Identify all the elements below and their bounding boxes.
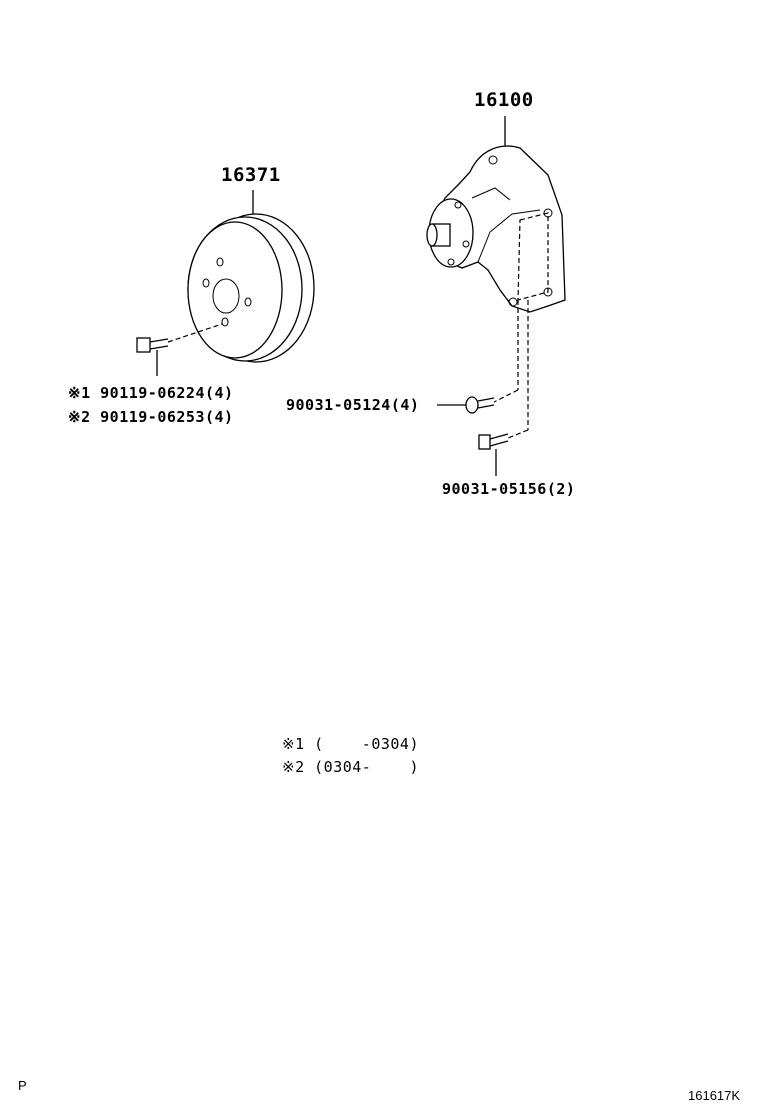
pump-bolt-hole-1 — [454, 201, 462, 209]
pump-bolt-b-head — [478, 434, 491, 450]
pump-bolt-b-shank-top — [489, 433, 509, 440]
pulley-drawing — [136, 190, 315, 376]
page-marker: P — [18, 1078, 27, 1093]
pump-flange-edge — [471, 187, 511, 201]
pulley-bolt-hole-3 — [244, 297, 252, 307]
pulley-part-number: 16371 — [221, 164, 281, 186]
pump-bolt-a-shank-bottom — [477, 404, 495, 409]
pump-bolt-hole-3 — [447, 258, 455, 266]
note-1: ※1 ( -0304) — [282, 735, 419, 753]
pulley-bolt-hole-4 — [221, 317, 229, 327]
pump-mount-hole-4 — [508, 297, 518, 307]
pulley-bolt-hole-2 — [202, 278, 210, 288]
pump-shaft-end — [426, 223, 438, 247]
pump-mount-hole-1 — [488, 155, 498, 165]
water-pump-drawing — [426, 116, 566, 476]
pulley-bolt-2-label: ※2 90119-06253(4) — [68, 408, 234, 426]
pulley-bolt-shank-top — [149, 338, 169, 343]
pump-guide-to-bolt-b — [507, 429, 529, 439]
pulley-bolt-1-label: ※1 90119-06224(4) — [68, 384, 234, 402]
pulley-bolt-guide — [167, 323, 223, 343]
pump-bolt-a-head — [465, 396, 479, 414]
pump-part-number: 16100 — [474, 89, 534, 111]
pump-bolt-hole-2 — [462, 240, 470, 248]
figure-code: 161617K — [688, 1088, 741, 1103]
pump-bolt-b-shank-bottom — [489, 440, 509, 447]
pump-mount-hole-3 — [543, 287, 553, 297]
pump-bolt-a-label: 90031-05124(4) — [286, 396, 420, 414]
pulley-bolt-head — [136, 337, 151, 353]
pulley-bolt-shank-bottom — [149, 345, 169, 350]
pulley-bolt-hole-1 — [216, 257, 224, 267]
pump-rib — [477, 209, 541, 263]
pump-bolt-b-label: 90031-05156(2) — [442, 480, 576, 498]
pulley-hub-hole — [212, 278, 240, 314]
pulley-face — [187, 221, 283, 359]
note-2: ※2 (0304- ) — [282, 758, 419, 776]
pump-bolt-a-shank-top — [477, 397, 495, 402]
pump-guide-to-bolt-a — [493, 389, 519, 403]
pump-mount-guide-box — [517, 212, 549, 301]
